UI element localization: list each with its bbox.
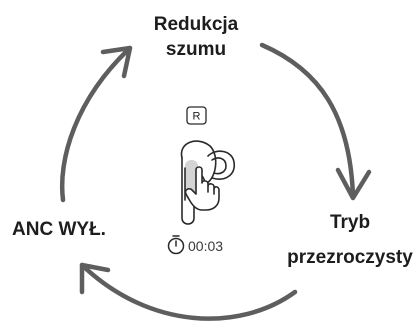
cycle-arrows xyxy=(60,42,372,321)
hold-timer: 00:03 xyxy=(167,235,223,255)
arrow-anc-off-to-noise-reduction xyxy=(60,45,133,203)
mode-label-anc-off: ANC WYŁ. xyxy=(12,219,106,240)
mode-label-noise-reduction: Redukcja szumu xyxy=(154,14,239,60)
arrow-head-to-anc-off xyxy=(79,262,111,295)
earbud-side-letter: R xyxy=(193,111,201,123)
earbud-side-indicator: R xyxy=(186,106,207,125)
stopwatch-icon xyxy=(167,235,185,255)
arrow-noise-reduction-to-transparency xyxy=(259,42,356,199)
arrow-transparency-to-anc-off xyxy=(79,262,298,321)
earbud-illustration: R 00:03 xyxy=(167,106,235,255)
hand-pointer-icon xyxy=(184,166,220,211)
noise-reduction-label-line1: Redukcja xyxy=(154,14,239,35)
mode-label-transparency: Tryb przezroczysty xyxy=(287,212,413,268)
transparency-label-line2: przezroczysty xyxy=(287,247,413,268)
arrow-head-to-transparency xyxy=(335,167,372,201)
arrow-head-to-noise-reduction xyxy=(100,45,133,79)
hold-time-value: 00:03 xyxy=(188,238,223,254)
transparency-label-line1: Tryb xyxy=(330,212,370,233)
noise-reduction-label-line2: szumu xyxy=(166,39,226,60)
